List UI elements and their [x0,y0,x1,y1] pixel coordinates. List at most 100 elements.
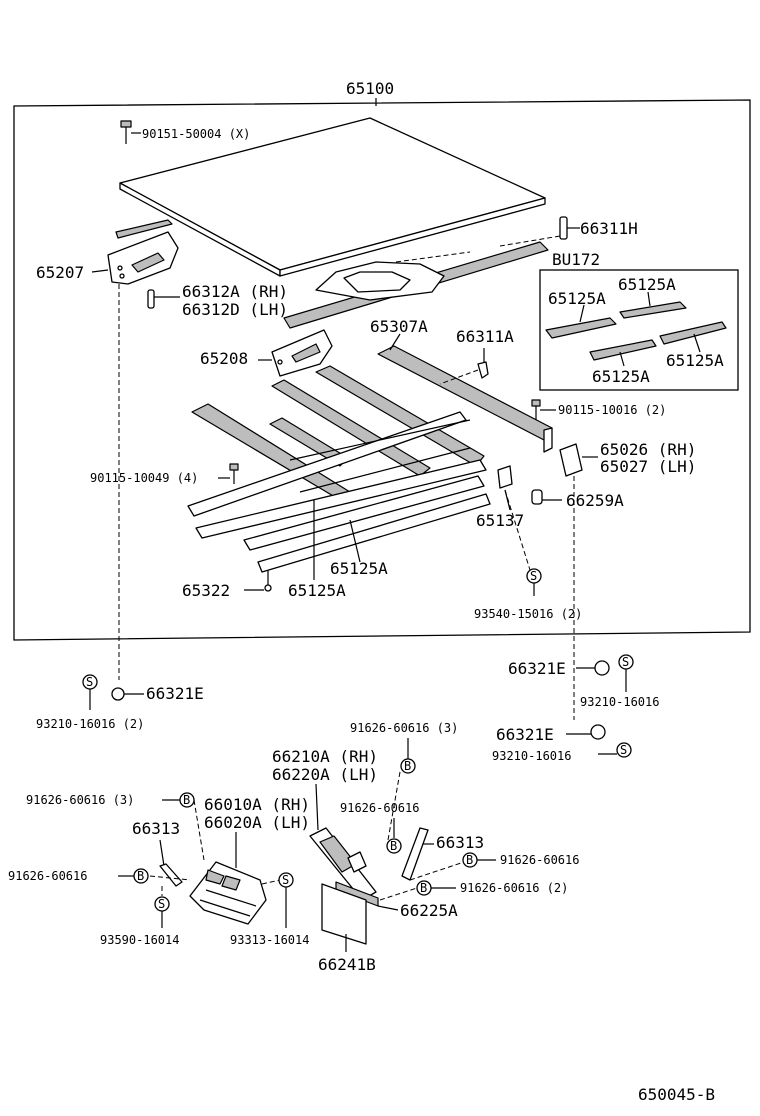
rail-small-top [115,219,173,239]
bracket-65208 [258,329,333,377]
bracket-66210a [309,827,377,901]
label-66210a: 66210A (RH) [272,747,378,766]
label-bolt-left: 90115-10049 (4) [90,471,198,485]
floor-frame-rails [187,365,491,573]
label-65125a-b: 65125A [288,581,346,600]
group-strips [545,291,727,367]
svg-text:B: B [466,853,473,867]
grommet-66321e-left: S [82,674,144,710]
footer-code: 650045-B [638,1085,715,1104]
grommet-66321e-r1: S [576,654,634,692]
label-66313-left: 66313 [132,819,180,838]
label-66311h: 66311H [580,219,638,238]
label-66225a: 66225A [400,901,458,920]
bolt-top [120,120,141,144]
svg-text:S: S [86,675,93,689]
pin-66312 [147,289,180,309]
svg-text:B: B [183,793,190,807]
label-91626-mid: 91626-60616 [340,801,419,815]
svg-text:S: S [530,569,537,583]
label-65207: 65207 [36,263,84,282]
label-66321e-left: 66321E [146,684,204,703]
svg-text:S: S [158,897,165,911]
marker-b-91626-left: B [118,868,149,884]
svg-text:S: S [282,873,289,887]
grommet-66259a [531,489,562,505]
svg-text:S: S [622,655,629,669]
label-65125a-g1: 65125A [548,289,606,308]
main-assembly-frame [13,98,751,641]
grommet-66321e-r2: S [566,724,632,758]
leader-65125a-a [349,519,361,563]
stay-66313-right [401,827,465,881]
label-65322: 65322 [182,581,230,600]
label-91626-3b: 91626-60616 (3) [26,793,134,807]
group-label: BU172 [552,250,600,269]
label-bolt-top: 90151-50004 (X) [142,127,250,141]
bracket-65207 [91,231,179,680]
marker-s-93313: S [261,872,294,928]
leader-66210a [315,783,319,831]
label-91626-left: 91626-60616 [8,869,87,883]
rail-65307a [377,333,553,453]
label-65137: 65137 [476,511,524,530]
label-93210-r2: 93210-16016 [492,749,571,763]
label-93210-left: 93210-16016 (2) [36,717,144,731]
label-91626-r1: 91626-60616 [500,853,579,867]
label-66259a: 66259A [566,491,624,510]
label-65125a-g2: 65125A [618,275,676,294]
label-93590: 93590-16014 [100,933,179,947]
mudguard-66010a [189,861,267,925]
label-93313: 93313-16014 [230,933,309,947]
label-66321e-r2: 66321E [496,725,554,744]
label-66311a: 66311A [456,327,514,346]
label-65125a-a: 65125A [330,559,388,578]
floor-board [119,117,546,277]
screw-65322 [244,570,272,592]
group-box-bu172 [539,269,739,391]
assembly-number: 65100 [346,79,394,98]
rail-upper [283,241,549,329]
bolt-left [218,463,239,484]
label-91626-r2: 91626-60616 (2) [460,881,568,895]
bolt-right [531,399,556,420]
marker-b-91626-3b: B [162,792,205,861]
label-66313-right: 66313 [436,833,484,852]
stay-66313-left [149,863,191,887]
label-65125a-g3: 65125A [666,351,724,370]
label-66312d: 66312D (LH) [182,300,288,319]
label-66241b: 66241B [318,955,376,974]
svg-text:B: B [137,869,144,883]
marker-s-93540: S [526,568,542,596]
label-66020a: 66020A (LH) [204,813,310,832]
leader-66313-left [159,839,165,867]
label-65027: 65027 (LH) [600,457,696,476]
pin-66311h [499,216,580,247]
label-65026: 65026 (RH) [600,440,696,459]
label-66321e-r1: 66321E [508,659,566,678]
label-91626-3a: 91626-60616 (3) [350,721,458,735]
bracket-65026 [559,443,598,720]
label-93540: 93540-15016 (2) [474,607,582,621]
plate-66225a [335,881,399,911]
marker-b-91626-3a: B [387,738,416,841]
label-65307a: 65307A [370,317,428,336]
label-66010a: 66010A (RH) [204,795,310,814]
marker-b-91626-r2: B [379,880,456,901]
clip-65137 [497,465,531,571]
svg-text:S: S [620,743,627,757]
label-66220a: 66220A (LH) [272,765,378,784]
label-66312a: 66312A (RH) [182,282,288,301]
label-bolt-right: 90115-10016 (2) [558,403,666,417]
svg-text:B: B [404,759,411,773]
marker-b-91626-r1: B [462,852,496,868]
label-65125a-g4: 65125A [592,367,650,386]
svg-text:B: B [390,839,397,853]
marker-s-93590: S [154,886,170,928]
label-93210-r1: 93210-16016 [580,695,659,709]
marker-b-91626-mid: B [386,818,402,854]
svg-text:B: B [420,881,427,895]
mudflap-66241b [321,883,367,952]
label-65208: 65208 [200,349,248,368]
